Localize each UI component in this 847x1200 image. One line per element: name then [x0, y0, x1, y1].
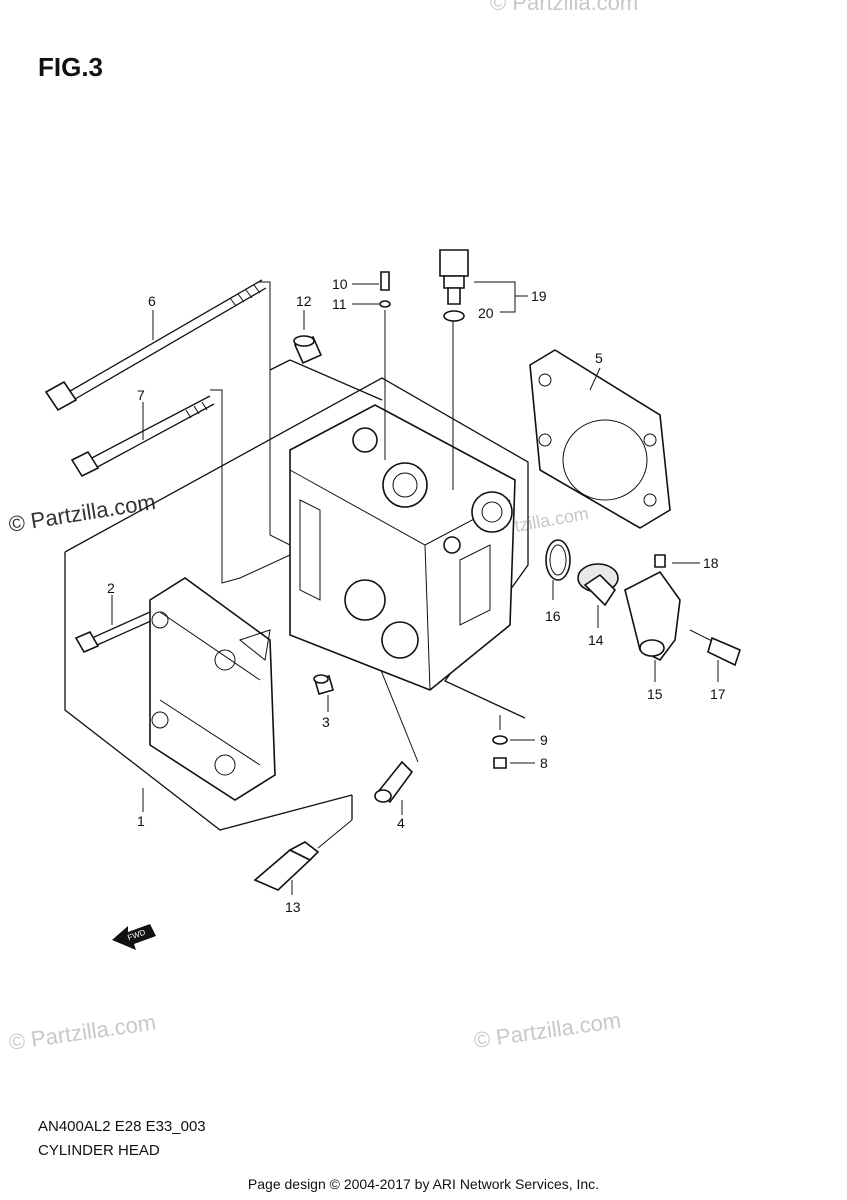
watermark-top-right: © Partzilla.com — [490, 0, 638, 15]
callout-7: 7 — [137, 387, 145, 403]
callout-13: 13 — [285, 899, 301, 915]
callout-19: 19 — [531, 288, 547, 304]
callout-20: 20 — [478, 305, 494, 321]
callout-2: 2 — [107, 580, 115, 596]
part-8-9-bolt-washer — [492, 715, 535, 769]
callout-1: 1 — [137, 813, 145, 829]
callout-12: 12 — [296, 293, 312, 309]
part-19-temperature-sensor — [439, 249, 528, 322]
part-12-dowel — [293, 335, 323, 365]
part-3-dowel — [313, 674, 334, 695]
callout-16: 16 — [545, 608, 561, 624]
callout-11: 11 — [332, 296, 347, 312]
cylinder-head-body — [289, 404, 516, 691]
part-10-11-screw-washer — [352, 271, 391, 308]
assembly-outline — [64, 359, 529, 831]
section-name: CYLINDER HEAD — [38, 1142, 160, 1159]
watermark-main: © Partzilla.com — [7, 489, 157, 537]
part-5-gasket — [529, 349, 671, 529]
callout-8: 8 — [540, 755, 548, 771]
callout-10: 10 — [332, 276, 348, 292]
figure-title: FIG.3 — [38, 52, 104, 82]
part-15-thermostat-case — [624, 570, 681, 682]
part-1-camshaft-holder — [149, 577, 276, 801]
part-4-guide — [374, 667, 419, 804]
watermark-bottom-left: © Partzilla.com — [7, 1010, 157, 1055]
part-17-bolt — [689, 629, 741, 682]
callout-5: 5 — [595, 350, 603, 366]
callout-17: 17 — [710, 686, 726, 702]
callout-15: 15 — [647, 686, 663, 702]
part-18-bolt — [654, 554, 700, 568]
part-13-spark-plug — [253, 819, 353, 895]
callout-4: 4 — [397, 815, 405, 831]
leader-5 — [589, 367, 601, 391]
callout-3: 3 — [322, 714, 330, 730]
callout-18: 18 — [703, 555, 719, 571]
part-16-o-ring — [545, 539, 571, 600]
bolt-leaders — [210, 281, 291, 584]
callout-14: 14 — [588, 632, 604, 648]
fwd-arrow-icon: FWD — [112, 924, 156, 950]
callout-6: 6 — [148, 293, 156, 309]
page-footer: Page design © 2004-2017 by ARI Network S… — [247, 1176, 600, 1192]
part-7-long-bolt — [70, 395, 215, 478]
part-14-thermostat — [577, 563, 619, 628]
callout-9: 9 — [540, 732, 548, 748]
part-2-bolt — [74, 611, 154, 654]
part-6-long-bolt — [44, 279, 267, 412]
model-code: AN400AL2 E28 E33_003 — [38, 1118, 206, 1135]
watermark-bottom-right: © Partzilla.com — [472, 1008, 622, 1053]
